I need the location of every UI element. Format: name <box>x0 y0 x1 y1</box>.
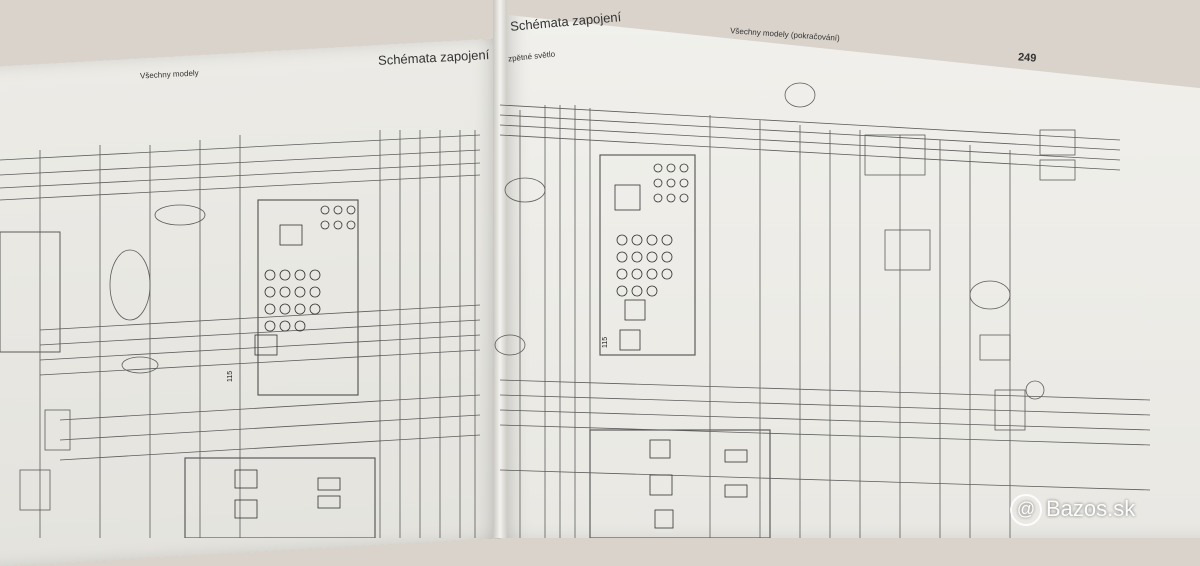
bazos-watermark: @Bazos.sk <box>1010 494 1135 526</box>
fuse-box-label-left: 115 <box>227 371 234 382</box>
fuse-box-label-right: 115 <box>602 337 609 348</box>
watermark-text: Bazos.sk <box>1046 495 1136 521</box>
at-symbol-icon: @ <box>1010 494 1042 526</box>
book-spine <box>493 0 507 538</box>
page-number: 249 <box>1017 51 1037 65</box>
wiring-diagram: 115 115 <box>0 82 1151 538</box>
right-page <box>498 14 1200 538</box>
